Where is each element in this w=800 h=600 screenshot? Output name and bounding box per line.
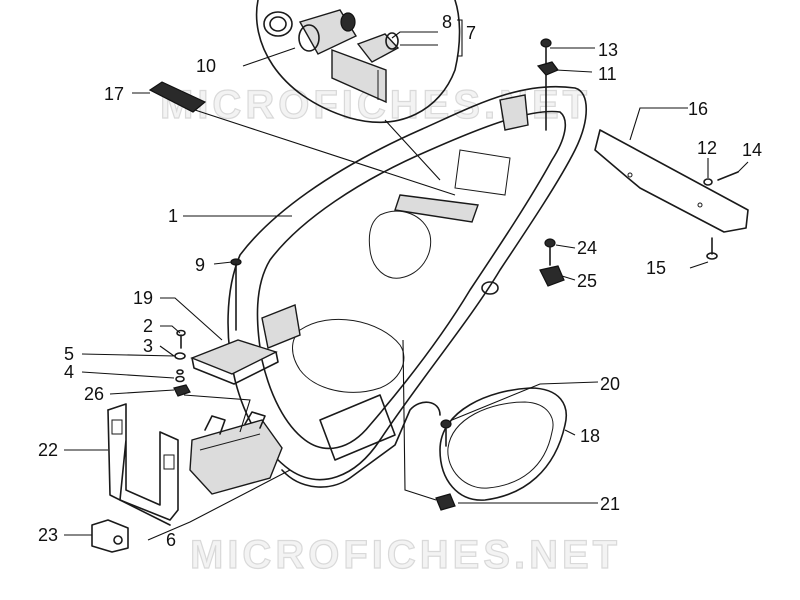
- label-9: 9: [195, 255, 205, 275]
- label-1: 1: [168, 206, 178, 226]
- label-3: 3: [143, 336, 153, 356]
- label-15: 15: [646, 258, 666, 278]
- socket-ring-part: [263, 11, 293, 37]
- screw-24-part: [544, 238, 556, 266]
- label-26: 26: [84, 384, 104, 404]
- screw-13-part: [540, 38, 552, 131]
- plug-cap-part: [356, 32, 400, 63]
- screw-15-part: [706, 237, 718, 260]
- clip-25-part: [539, 265, 565, 287]
- label-20: 20: [600, 374, 620, 394]
- storage-box-part: [189, 411, 283, 495]
- label-24: 24: [577, 238, 597, 258]
- mounting-plate-part: [331, 48, 387, 104]
- screw-14-part: [717, 171, 739, 181]
- label-10: 10: [196, 56, 216, 76]
- label-19: 19: [133, 288, 153, 308]
- label-18: 18: [580, 426, 600, 446]
- bracket-part: [107, 403, 179, 526]
- label-11: 11: [598, 64, 617, 84]
- cover-strip-part: [148, 81, 456, 196]
- label-2: 2: [143, 316, 153, 336]
- label-12: 12: [697, 138, 717, 158]
- spacer-part: [176, 369, 184, 375]
- label-25: 25: [577, 271, 597, 291]
- label-8: 8: [442, 12, 452, 32]
- label-16: 16: [688, 99, 708, 119]
- screw-20-part: [440, 419, 452, 447]
- label-4: 4: [64, 362, 74, 382]
- label-6: 6: [166, 530, 176, 550]
- label-21: 21: [600, 494, 620, 514]
- rail-bracket-part: [594, 129, 749, 233]
- label-7: 7: [466, 23, 476, 43]
- label-5: 5: [64, 344, 74, 364]
- cover-18-part: [439, 387, 567, 501]
- screw-9-part: [230, 258, 242, 331]
- washer-part: [174, 352, 186, 360]
- leader-lines: [64, 19, 749, 541]
- label-14: 14: [742, 140, 762, 160]
- washer-12-part: [703, 178, 713, 186]
- clip-21-part: [435, 493, 456, 511]
- label-13: 13: [598, 40, 618, 60]
- part-labels: 1 2 3 4 5 6 7 8 9 10 11 12 13 14 15 16 1…: [38, 12, 762, 550]
- screw-small-part: [176, 329, 186, 349]
- label-23: 23: [38, 525, 58, 545]
- clip-nut-part: [173, 384, 191, 397]
- socket-body-part: [298, 9, 358, 55]
- label-17: 17: [104, 84, 124, 104]
- clip-part: [91, 519, 129, 553]
- helmet-compartment-part: [227, 85, 587, 488]
- nut-part: [175, 375, 185, 383]
- label-22: 22: [38, 440, 58, 460]
- watermark-bottom: MICROFICHES.NET: [190, 533, 621, 577]
- clip-11-part: [536, 61, 559, 76]
- detail-circle: [255, 0, 461, 181]
- storage-lid-part: [190, 339, 279, 385]
